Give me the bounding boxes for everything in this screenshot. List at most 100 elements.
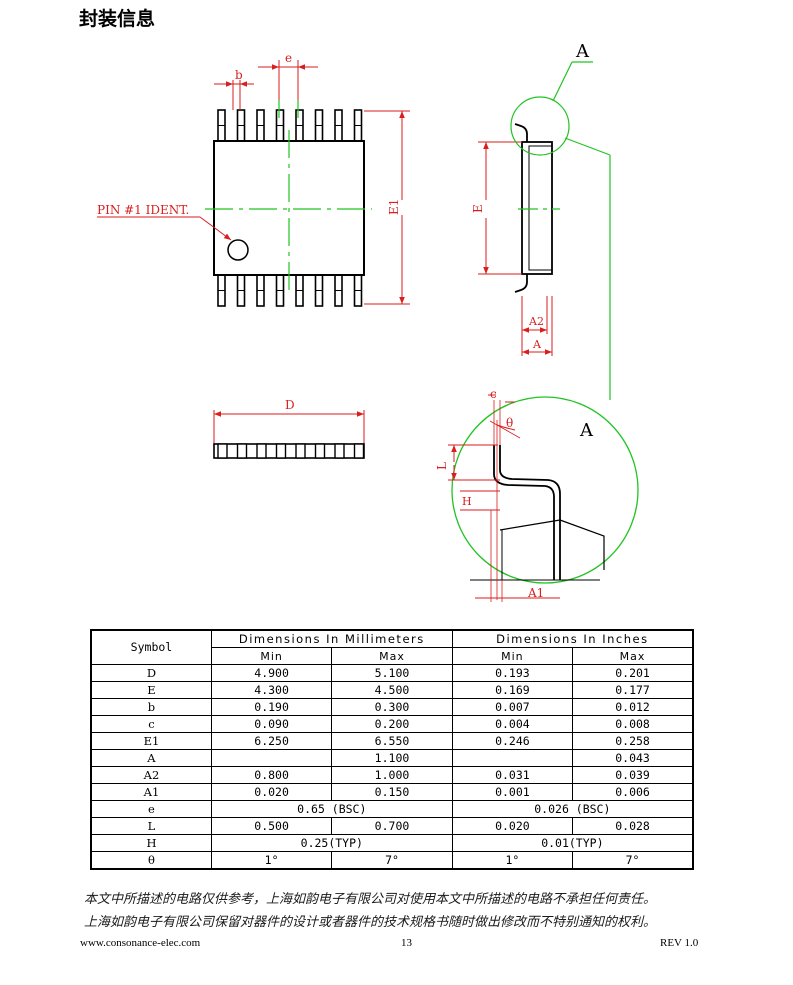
cell: 0.190 bbox=[210, 698, 333, 716]
cell: 0.25(TYP) bbox=[210, 834, 453, 852]
footer-website[interactable]: www.consonance-elec.com bbox=[80, 937, 201, 949]
row-symbol: θ bbox=[90, 851, 212, 870]
detail-A-view: A c θ L H A1 bbox=[435, 387, 639, 602]
cell: 0.039 bbox=[572, 766, 694, 784]
label-A2: A2 bbox=[528, 315, 544, 328]
inch-group-header: Dimensions In Inches bbox=[451, 629, 694, 648]
cell: 0.169 bbox=[451, 681, 574, 699]
cell: 0.150 bbox=[331, 783, 453, 801]
cell: 0.043 bbox=[572, 749, 694, 767]
end-view-lead bbox=[236, 443, 248, 459]
cell: 1° bbox=[451, 851, 574, 870]
cell: 0.031 bbox=[451, 766, 574, 784]
end-view-lead bbox=[256, 443, 267, 459]
row-symbol: E bbox=[90, 681, 212, 699]
cell: 4.300 bbox=[210, 681, 333, 699]
cell: 0.026 (BSC) bbox=[451, 800, 694, 818]
end-view: D bbox=[213, 398, 365, 459]
row-symbol: H bbox=[90, 834, 212, 852]
label-e: e bbox=[285, 51, 292, 65]
page-title: 封装信息 bbox=[79, 8, 156, 30]
disclaimer-line-1: 本文中所描述的电路仅供参考，上海如韵电子有限公司对使用本文中所描述的电路不承担任… bbox=[84, 892, 657, 907]
label-E1: E1 bbox=[387, 199, 401, 215]
end-view-lead bbox=[314, 443, 326, 459]
label-c: c bbox=[490, 387, 497, 401]
row-symbol: e bbox=[90, 800, 212, 818]
in-min-header: Min bbox=[451, 647, 574, 665]
cell: 0.028 bbox=[572, 817, 694, 835]
cell: 0.006 bbox=[572, 783, 694, 801]
label-A1: A1 bbox=[527, 586, 544, 600]
pin1-label: PIN #1 IDENT. bbox=[97, 203, 189, 217]
cell: 0.700 bbox=[331, 817, 453, 835]
cell: 7° bbox=[331, 851, 453, 870]
label-L: L bbox=[435, 462, 449, 470]
mm-group-header: Dimensions In Millimeters bbox=[210, 629, 453, 648]
cell: 4.900 bbox=[210, 664, 333, 682]
cell: 0.201 bbox=[572, 664, 694, 682]
cell: 6.250 bbox=[210, 732, 333, 750]
disclaimer-line-2: 上海如韵电子有限公司保留对器件的设计或者器件的技术规格书随时做出修改而不特别通知… bbox=[84, 915, 657, 930]
cell bbox=[451, 749, 574, 767]
cell: 0.001 bbox=[451, 783, 574, 801]
cell: 6.550 bbox=[331, 732, 453, 750]
row-symbol: D bbox=[90, 664, 212, 682]
end-view-lead bbox=[334, 443, 345, 459]
row-symbol: A bbox=[90, 749, 212, 767]
cell: 5.100 bbox=[331, 664, 453, 682]
row-symbol: E1 bbox=[90, 732, 212, 750]
side-view: E A2 A A bbox=[471, 41, 611, 400]
cell: 0.01(TYP) bbox=[451, 834, 694, 852]
row-symbol: A1 bbox=[90, 783, 212, 801]
row-symbol: c bbox=[90, 715, 212, 733]
package-body-side bbox=[521, 141, 553, 275]
cell: 0.246 bbox=[451, 732, 574, 750]
cell: 1.000 bbox=[331, 766, 453, 784]
row-symbol: A2 bbox=[90, 766, 212, 784]
cell: 0.020 bbox=[451, 817, 574, 835]
table-row: A 1.100 0.043 bbox=[90, 749, 694, 767]
mm-min-header: Min bbox=[210, 647, 333, 665]
label-b: b bbox=[235, 68, 243, 82]
cell: 0.008 bbox=[572, 715, 694, 733]
cell: 0.65 (BSC) bbox=[210, 800, 453, 818]
pin1-indicator bbox=[227, 239, 249, 261]
cell: 0.258 bbox=[572, 732, 694, 750]
package-outline-drawing: e b E1 PIN #1 IDENT. E bbox=[97, 41, 639, 602]
top-view: e b E1 PIN #1 IDENT. bbox=[97, 51, 410, 307]
row-symbol: b bbox=[90, 698, 212, 716]
cell: 4.500 bbox=[331, 681, 453, 699]
cell: 1.100 bbox=[331, 749, 453, 767]
cell: 0.800 bbox=[210, 766, 333, 784]
label-H: H bbox=[462, 495, 472, 508]
cell: 0.200 bbox=[331, 715, 453, 733]
detail-label-A-top: A bbox=[575, 41, 590, 62]
label-E: E bbox=[471, 204, 485, 213]
cell: 0.193 bbox=[451, 664, 574, 682]
label-A: A bbox=[532, 338, 542, 351]
detail-label-A: A bbox=[579, 420, 594, 441]
end-view-lead bbox=[295, 443, 306, 459]
cell: 0.300 bbox=[331, 698, 453, 716]
footer-page-number: 13 bbox=[401, 937, 412, 949]
cell: 0.090 bbox=[210, 715, 333, 733]
cell: 0.177 bbox=[572, 681, 694, 699]
symbol-header: Symbol bbox=[90, 629, 212, 665]
cell: 0.007 bbox=[451, 698, 574, 716]
cell: 1° bbox=[210, 851, 333, 870]
mm-max-header: Max bbox=[331, 647, 453, 665]
end-view-lead bbox=[275, 443, 287, 459]
footer-revision: REV 1.0 bbox=[660, 937, 699, 949]
cell: 0.500 bbox=[210, 817, 333, 835]
dimensions-table: Symbol Dimensions In Millimeters Dimensi… bbox=[90, 629, 694, 870]
